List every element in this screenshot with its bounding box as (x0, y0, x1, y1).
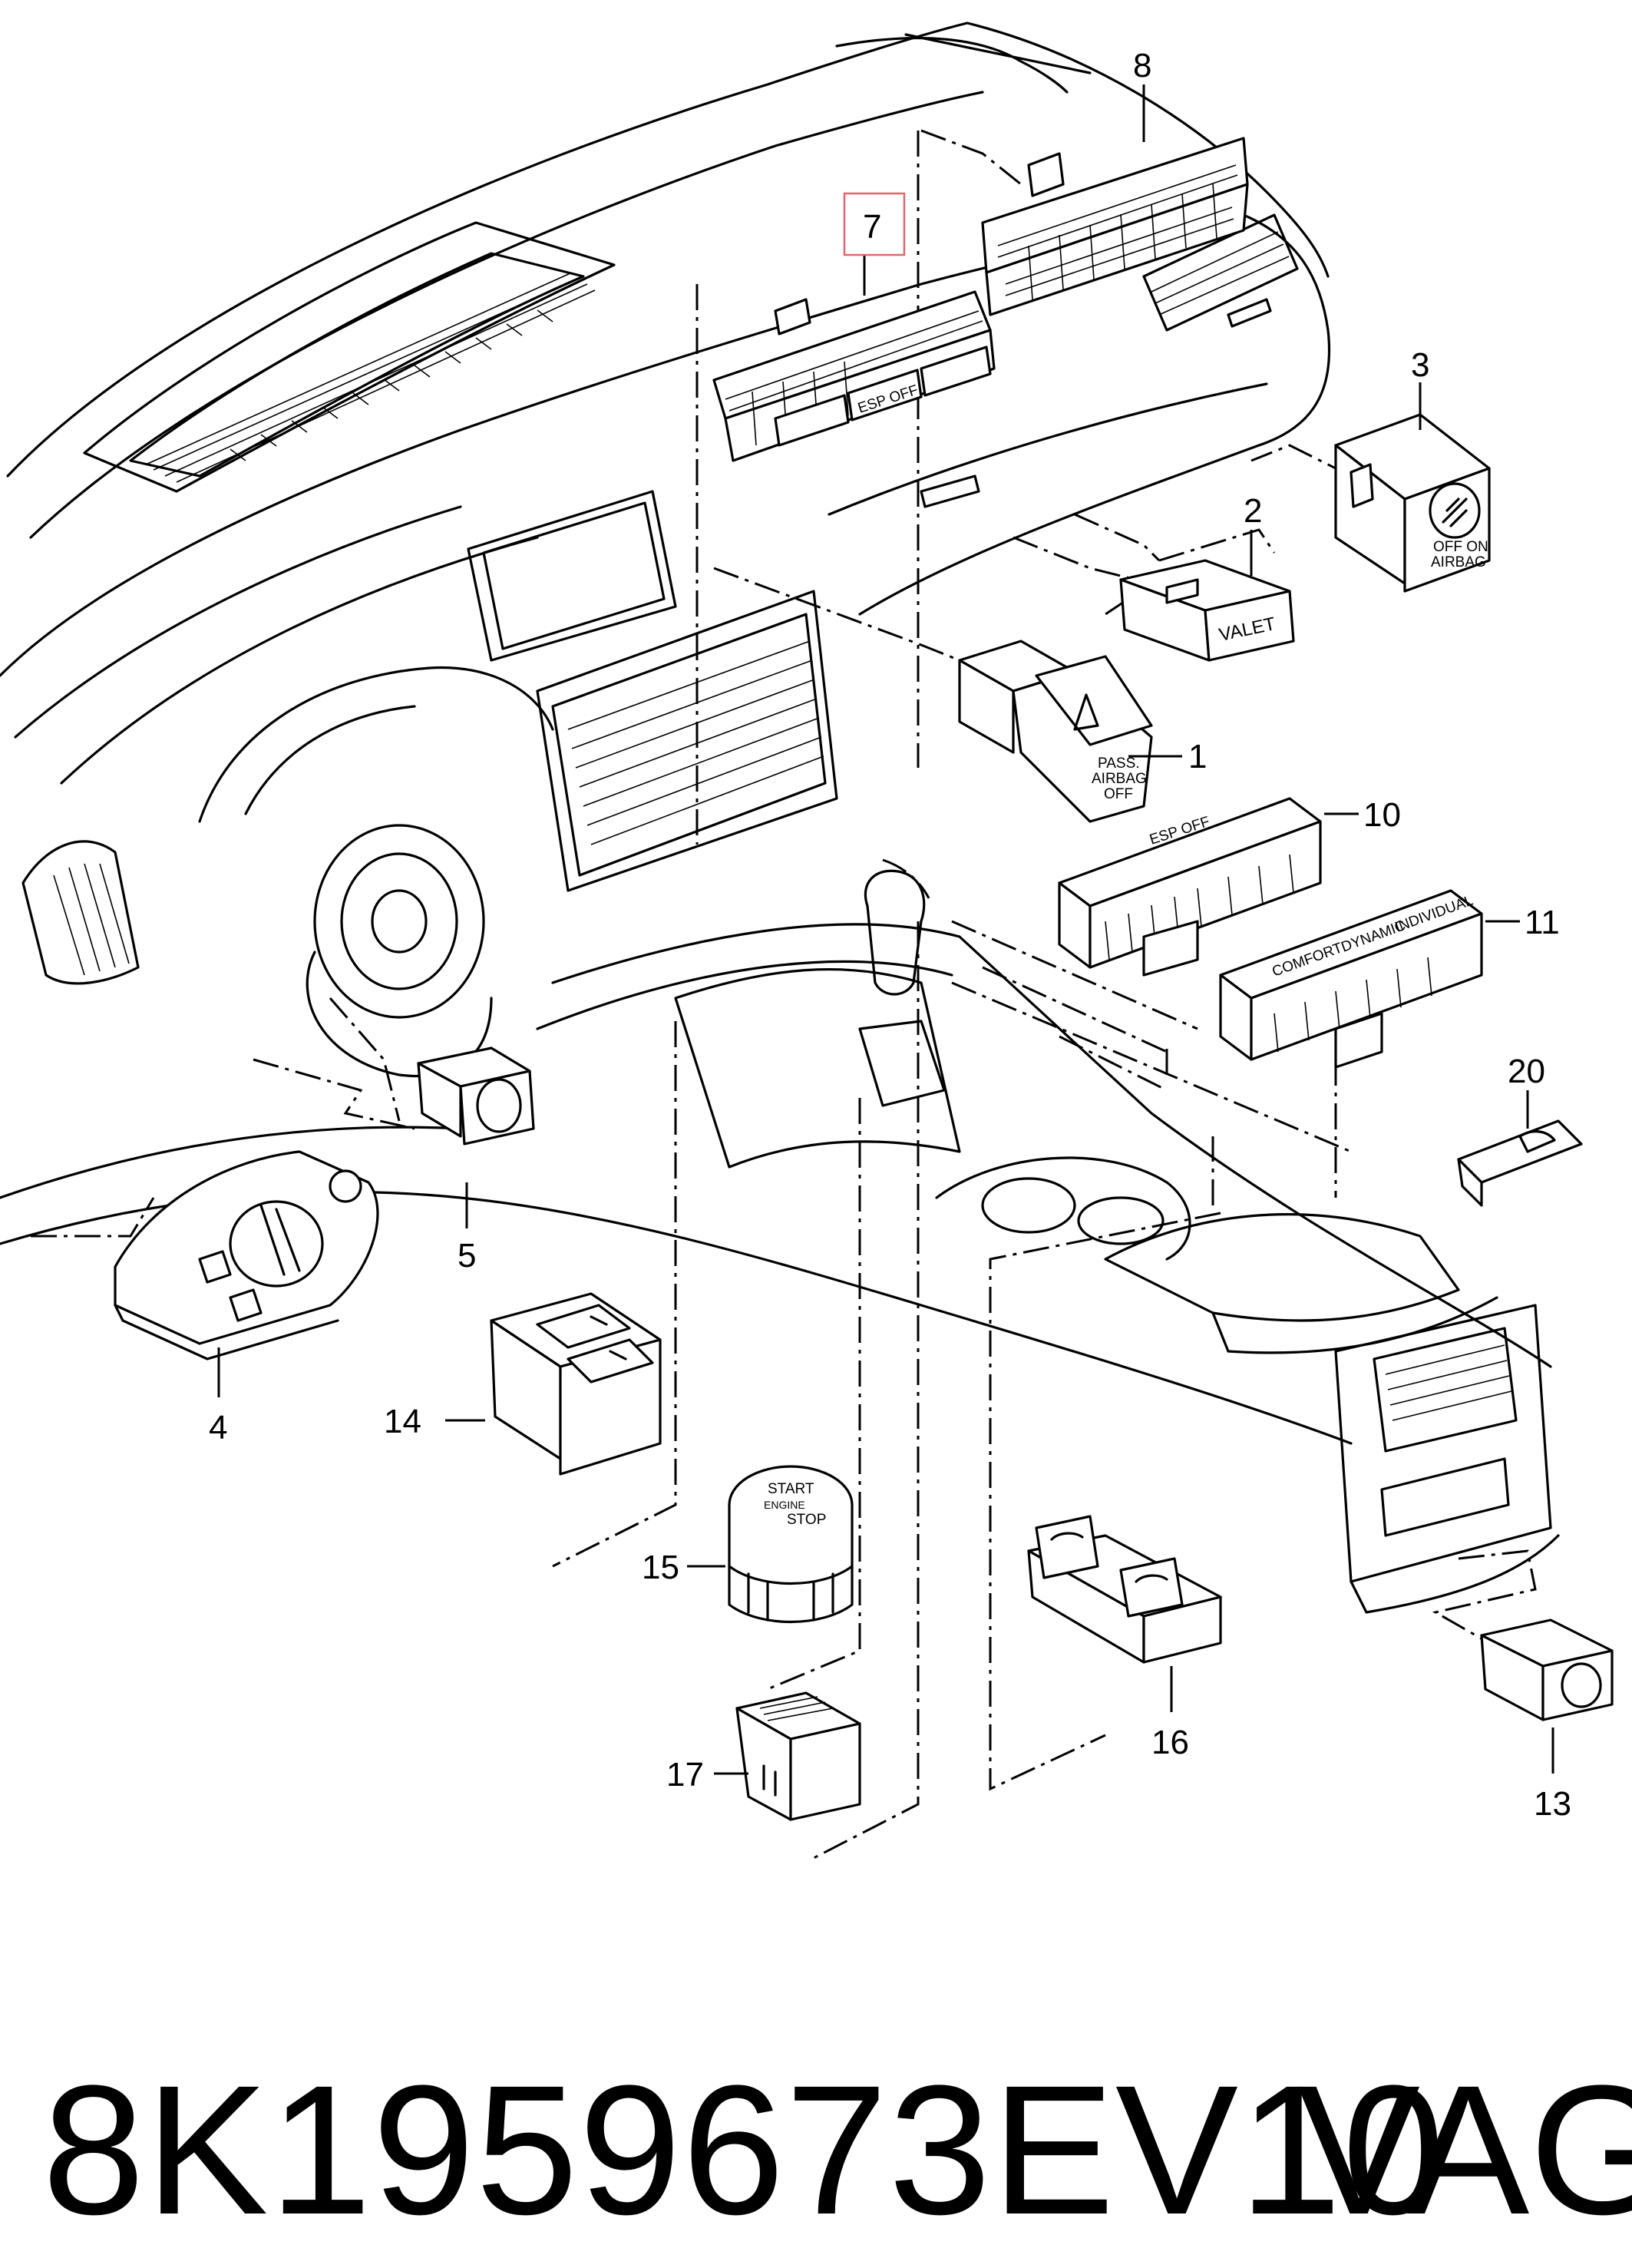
steering-wheel (306, 824, 493, 1077)
callout-labels: 8 7 3 2 1 10 11 20 5 4 14 15 16 13 17 (209, 47, 1571, 1823)
part-info-footer: 8K1959673EV10 VAG (0, 2058, 1632, 2242)
callout-7: 7 (863, 208, 881, 246)
gear-shifter (858, 869, 946, 1107)
callout-13: 13 (1534, 1785, 1571, 1823)
pass-airbag-off-marking-2: AIRBAG (1092, 771, 1147, 787)
airbag-3-marking: AIRBAG (1431, 554, 1486, 570)
stop-marking: STOP (787, 1512, 826, 1528)
part-10-switch-strip: ESP OFF (1058, 797, 1359, 977)
engine-marking: ENGINE (764, 1499, 805, 1511)
part-8-switch-strip (981, 84, 1249, 316)
callout-20: 20 (1508, 1053, 1545, 1090)
part-5-switch (417, 1046, 535, 1228)
callout-14: 14 (384, 1403, 421, 1440)
defrost-vent-grill (145, 272, 596, 483)
callout-15: 15 (642, 1549, 679, 1586)
part-3-airbag-switch: OFF ON AIRBAG (1334, 382, 1491, 593)
pass-airbag-off-marking-3: OFF (1104, 786, 1133, 802)
callout-16: 16 (1151, 1724, 1189, 1761)
airbag-3-off-on-marking: OFF ON (1433, 539, 1488, 555)
callout-3: 3 (1411, 346, 1429, 384)
pass-airbag-off-marking-1: PASS. (1098, 755, 1140, 772)
dashboard-outline (0, 21, 1560, 1614)
part-11-switch-strip: COMFORT DYNAMIC INDIVIDUAL (1219, 889, 1520, 1069)
callout-1: 1 (1188, 738, 1207, 775)
callout-4: 4 (209, 1409, 227, 1446)
callout-8: 8 (1133, 47, 1151, 84)
part-15-start-stop: START ENGINE STOP (687, 1465, 854, 1624)
callout-11: 11 (1525, 904, 1560, 941)
brand-name: VAG (1297, 2047, 1632, 2253)
callout-2: 2 (1244, 492, 1262, 530)
callout-5: 5 (458, 1237, 476, 1275)
part-number: 8K1959673EV10 (42, 2047, 1445, 2253)
part-2-valet-switch: VALET (1119, 530, 1295, 662)
callout-17: 17 (666, 1756, 704, 1794)
part-20-trunk-switch (1457, 1090, 1583, 1207)
assembly-dashed-lines (31, 129, 1537, 1860)
callout-7-highlight-box (843, 192, 906, 256)
callout-10: 10 (1363, 796, 1401, 834)
part-16-window-switch (1027, 1515, 1222, 1712)
part-14-epb-switch (445, 1292, 662, 1476)
part-17-connector (714, 1691, 861, 1821)
part-13-rear-switch (1480, 1618, 1614, 1774)
part-4-light-switch (114, 1150, 379, 1397)
part-1-hazard-switch: PASS. AIRBAG OFF (958, 640, 1182, 823)
part-7-switch-strip: ESP OFF (712, 246, 996, 462)
start-marking: START (768, 1481, 814, 1497)
